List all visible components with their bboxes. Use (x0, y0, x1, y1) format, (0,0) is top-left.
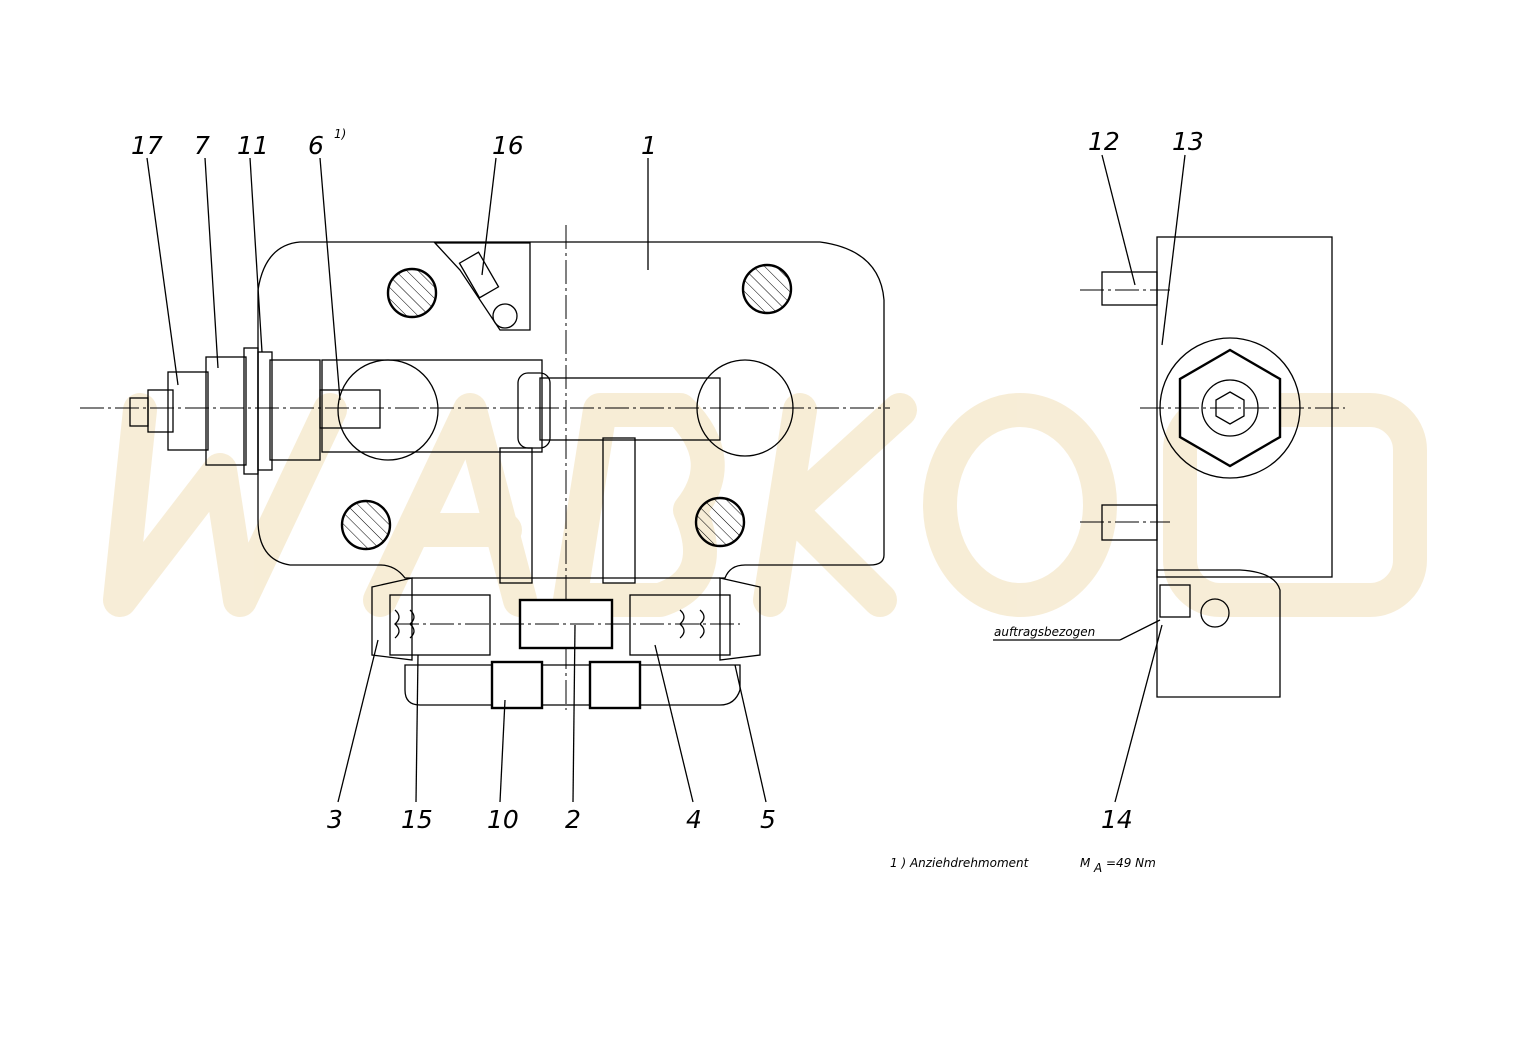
label-part-6-footnote-ref: 1) (334, 127, 346, 141)
label-part-3: 3 (327, 805, 343, 834)
torque-symbol: M (1080, 856, 1091, 870)
label-part-2: 2 (565, 805, 581, 834)
footnote: 1 ) Anziehdrehmoment M A =49 Nm (890, 856, 1156, 875)
label-part-5: 5 (760, 805, 776, 834)
plug-assembly (129, 347, 381, 475)
side-view (1080, 236, 1345, 698)
lower-valve-block (371, 577, 761, 710)
label-part-7: 7 (194, 131, 210, 160)
label-part-13: 13 (1172, 127, 1204, 156)
label-part-14: 14 (1101, 805, 1133, 834)
label-part-16: 16 (492, 131, 524, 160)
watermark-logo (103, 393, 1427, 617)
label-part-17: 17 (131, 131, 163, 160)
label-part-10: 10 (487, 805, 519, 834)
footnote-text: 1 ) Anziehdrehmoment (890, 856, 1030, 870)
label-part-1: 1 (641, 131, 657, 160)
label-part-15: 15 (401, 805, 433, 834)
label-part-11: 11 (237, 131, 269, 160)
torque-subscript: A (1093, 861, 1102, 875)
annotation-auftragsbezogen: auftragsbezogen (994, 625, 1095, 639)
label-part-12: 12 (1088, 127, 1120, 156)
label-part-4: 4 (686, 805, 702, 834)
main-housing (80, 225, 890, 710)
torque-value: =49 Nm (1106, 856, 1156, 870)
label-part-6: 6 (308, 131, 324, 160)
leader-lines (146, 154, 1186, 803)
